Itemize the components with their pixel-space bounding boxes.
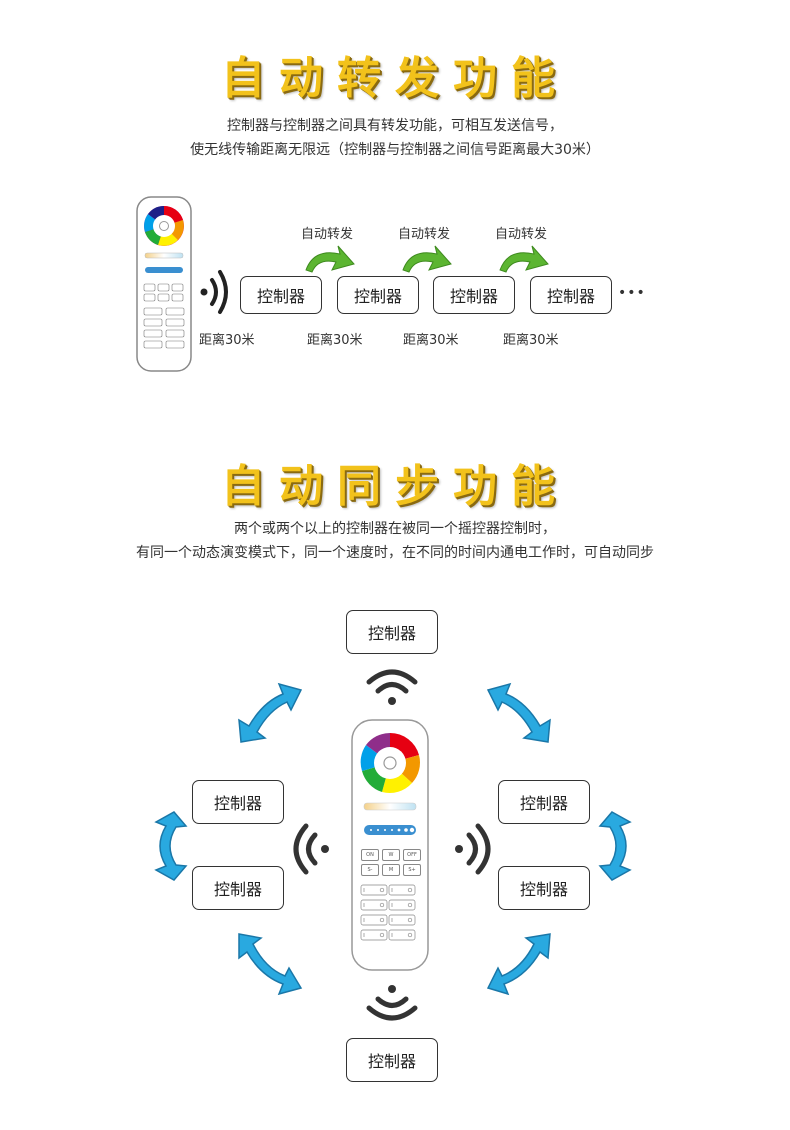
speed-plus-button: S+	[403, 864, 421, 876]
controller-box: 控制器	[530, 276, 612, 314]
off-button: OFF	[403, 849, 421, 861]
controller-box: 控制器	[240, 276, 322, 314]
green-forward-arrow-icon	[499, 245, 549, 273]
wifi-signal-icon-top	[366, 669, 418, 705]
wifi-signal-icon-right	[455, 823, 491, 875]
controller-box-right-upper: 控制器	[498, 780, 590, 824]
speed-minus-button: S-	[361, 864, 379, 876]
section1-title: 自动转发功能	[221, 53, 569, 104]
forward-label: 自动转发	[301, 227, 354, 242]
controller-box-left-lower: 控制器	[192, 866, 284, 910]
section2-desc-line1: 两个或两个以上的控制器在被同一个摇控器控制时，	[234, 521, 556, 537]
controller-box: 控制器	[433, 276, 515, 314]
section1-desc-line1: 控制器与控制器之间具有转发功能，可相互发送信号，	[227, 118, 563, 134]
blue-sync-arrow-icon	[238, 682, 303, 743]
color-wheel-icon	[360, 732, 420, 793]
wifi-signal-icon-left	[293, 823, 329, 875]
remote-control-small	[136, 196, 192, 372]
blue-sync-arrow-icon	[154, 811, 188, 881]
remote-control-large: ON W OFF S- M S+	[351, 719, 429, 971]
mode-button: M	[382, 864, 400, 876]
blue-sync-arrow-icon	[486, 933, 551, 996]
blue-sync-arrow-icon	[598, 811, 632, 881]
forward-label: 自动转发	[495, 227, 548, 242]
on-button: ON	[361, 849, 379, 861]
w-button: W	[382, 849, 400, 861]
distance-label: 距离30米	[199, 333, 255, 348]
distance-label: 距离30米	[403, 333, 459, 348]
controller-box-right-lower: 控制器	[498, 866, 590, 910]
distance-label: 距离30米	[307, 333, 363, 348]
section2-title: 自动同步功能	[221, 461, 569, 512]
blue-sync-arrow-icon	[486, 682, 551, 743]
color-wheel-icon	[144, 206, 184, 246]
wifi-signal-icon	[200, 270, 228, 314]
section2-desc-line2: 有同一个动态演变模式下，同一个速度时，在不同的时间内通电工作时，可自动同步	[136, 545, 654, 561]
controller-box: 控制器	[337, 276, 419, 314]
green-forward-arrow-icon	[402, 245, 452, 273]
blue-sync-arrow-icon	[238, 933, 303, 996]
controller-box-left-upper: 控制器	[192, 780, 284, 824]
wifi-signal-icon-bottom	[366, 985, 418, 1021]
controller-box-top: 控制器	[346, 610, 438, 654]
distance-label: 距离30米	[503, 333, 559, 348]
ellipsis: •••	[618, 285, 646, 301]
section1-desc-line2: 使无线传输距离无限远（控制器与控制器之间信号距离最大30米）	[190, 142, 600, 158]
green-forward-arrow-icon	[305, 245, 355, 273]
forward-label: 自动转发	[398, 227, 451, 242]
controller-box-bottom: 控制器	[346, 1038, 438, 1082]
